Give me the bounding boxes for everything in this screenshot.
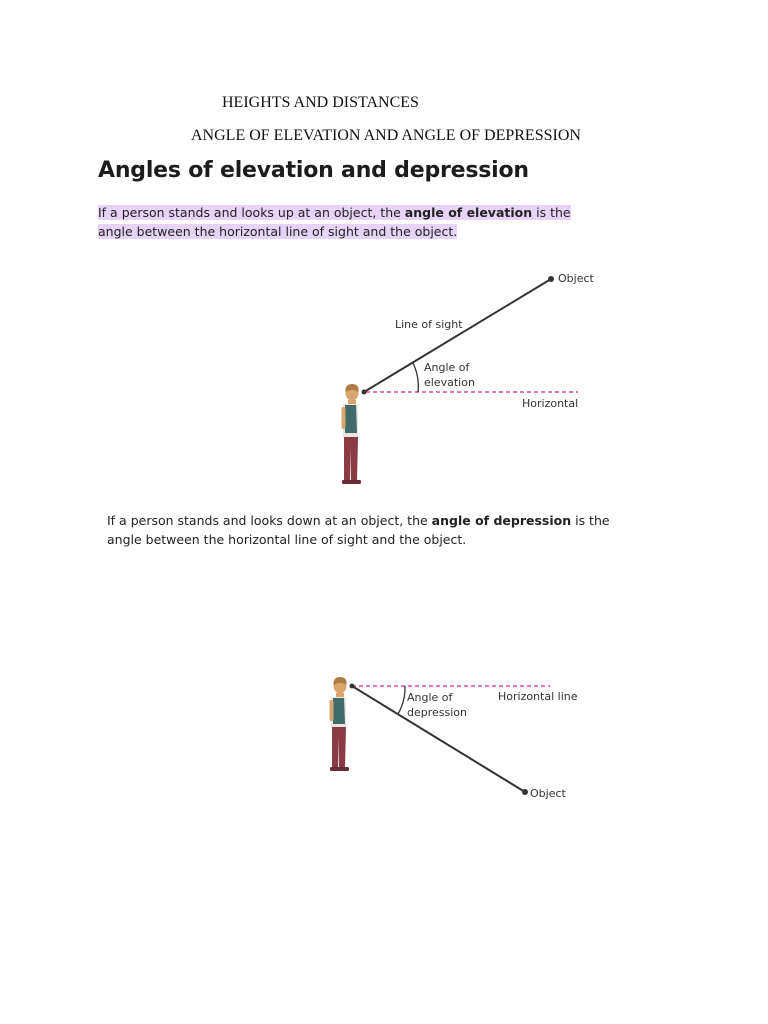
elevation-horizontal-label: Horizontal (522, 397, 578, 410)
depression-angle-label-1: Angle of (407, 691, 454, 704)
elevation-paragraph: If a person stands and looks up at an ob… (98, 203, 571, 241)
depression-eye-dot (349, 683, 355, 689)
elevation-person-figure (341, 384, 361, 484)
elevation-angle-label-2: elevation (424, 376, 475, 389)
depression-line-of-sight (351, 685, 526, 793)
depression-text-prefix: If a person stands and looks down at an … (107, 513, 432, 528)
depression-paragraph: If a person stands and looks down at an … (107, 511, 610, 549)
elevation-object-dot (548, 276, 554, 282)
elevation-line-of-sight-label: Line of sight (395, 318, 463, 331)
depression-angle-arc (397, 685, 406, 715)
depression-object-label: Object (530, 787, 567, 800)
elevation-object-label: Object (558, 272, 595, 285)
elevation-angle-arc (412, 362, 419, 393)
elevation-angle-label-1: Angle of (424, 361, 471, 374)
depression-term: angle of depression (431, 513, 572, 528)
depression-person-figure (329, 677, 349, 771)
depression-text-line2: angle between the horizontal line of sig… (107, 532, 467, 547)
section-heading: Angles of elevation and depression (98, 158, 529, 183)
depression-text-suffix: is the (571, 513, 610, 528)
depression-angle-label-2: depression (407, 706, 467, 719)
elevation-text-suffix: is the (532, 205, 571, 220)
document-title: HEIGHTS AND DISTANCES (222, 94, 419, 111)
elevation-line-of-sight (363, 278, 552, 393)
depression-object-dot (522, 789, 528, 795)
elevation-eye-dot (361, 389, 367, 395)
elevation-text-line2: angle between the horizontal line of sig… (98, 224, 458, 239)
elevation-term: angle of elevation (404, 205, 533, 220)
document-subtitle: ANGLE OF ELEVATION AND ANGLE OF DEPRESSI… (191, 127, 581, 144)
depression-horizontal-label: Horizontal line (498, 690, 578, 703)
elevation-text-prefix: If a person stands and looks up at an ob… (98, 205, 405, 220)
